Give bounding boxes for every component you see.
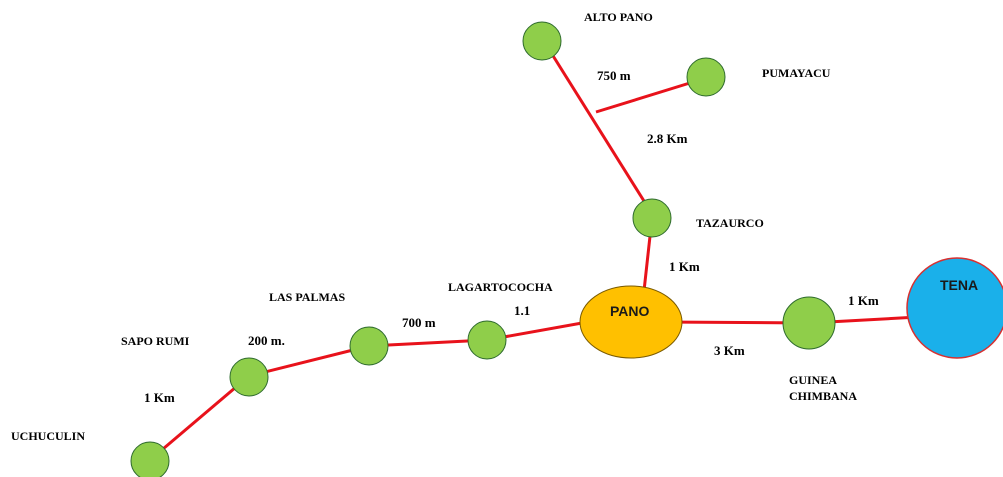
- node-tazaurco: [632, 198, 672, 238]
- distance-alto-tazaurco: 2.8 Km: [647, 131, 688, 146]
- edge-sapo-palmas: [248, 344, 370, 378]
- distance-labels: 750 m 2.8 Km 1 Km 3 Km 1 Km 1.1 700 m 20…: [144, 68, 879, 405]
- distance-palmas-lagartococha: 700 m: [402, 315, 436, 330]
- node-guinea-chimbana: [782, 296, 836, 350]
- label-pano: PANO: [610, 303, 650, 319]
- edge-pumayacu-branch: [595, 76, 707, 114]
- node-pumayacu: [686, 57, 726, 97]
- label-pumayacu: PUMAYACU: [762, 66, 831, 80]
- label-uchuculin: UCHUCULIN: [11, 429, 85, 443]
- node-pano: [579, 285, 683, 359]
- nodes: [130, 21, 1003, 477]
- label-guinea: GUINEA: [789, 373, 837, 387]
- node-sapo-rumi: [229, 357, 269, 397]
- label-tena: TENA: [940, 277, 978, 293]
- node-lagartococha: [467, 320, 507, 360]
- node-uchuculin: [130, 441, 170, 477]
- node-tena: [906, 257, 1003, 359]
- label-chimbana: CHIMBANA: [789, 389, 857, 403]
- label-las-palmas: LAS PALMAS: [269, 290, 345, 304]
- label-sapo-rumi: SAPO RUMI: [121, 334, 190, 348]
- edge-palmas-lagartococha: [368, 338, 488, 348]
- distance-lagartococha-pano: 1.1: [514, 303, 530, 318]
- label-lagartococha: LAGARTOCOCHA: [448, 280, 553, 294]
- distance-alto-pumayacu: 750 m: [597, 68, 631, 83]
- distance-guinea-tena: 1 Km: [848, 293, 879, 308]
- node-labels: ALTO PANO PUMAYACU TAZAURCO PANO TENA GU…: [11, 10, 978, 443]
- label-alto-pano: ALTO PANO: [584, 10, 653, 24]
- label-tazaurco: TAZAURCO: [696, 216, 764, 230]
- distance-uchuculin-sapo: 1 Km: [144, 390, 175, 405]
- node-alto-pano: [522, 21, 562, 61]
- distance-tazaurco-pano: 1 Km: [669, 259, 700, 274]
- edge-uchuculin-sapo: [149, 374, 250, 462]
- distance-sapo-palmas: 200 m.: [248, 333, 285, 348]
- edge-alto-pano-tazaurco: [543, 42, 656, 218]
- node-las-palmas: [349, 326, 389, 366]
- distance-pano-guinea: 3 Km: [714, 343, 745, 358]
